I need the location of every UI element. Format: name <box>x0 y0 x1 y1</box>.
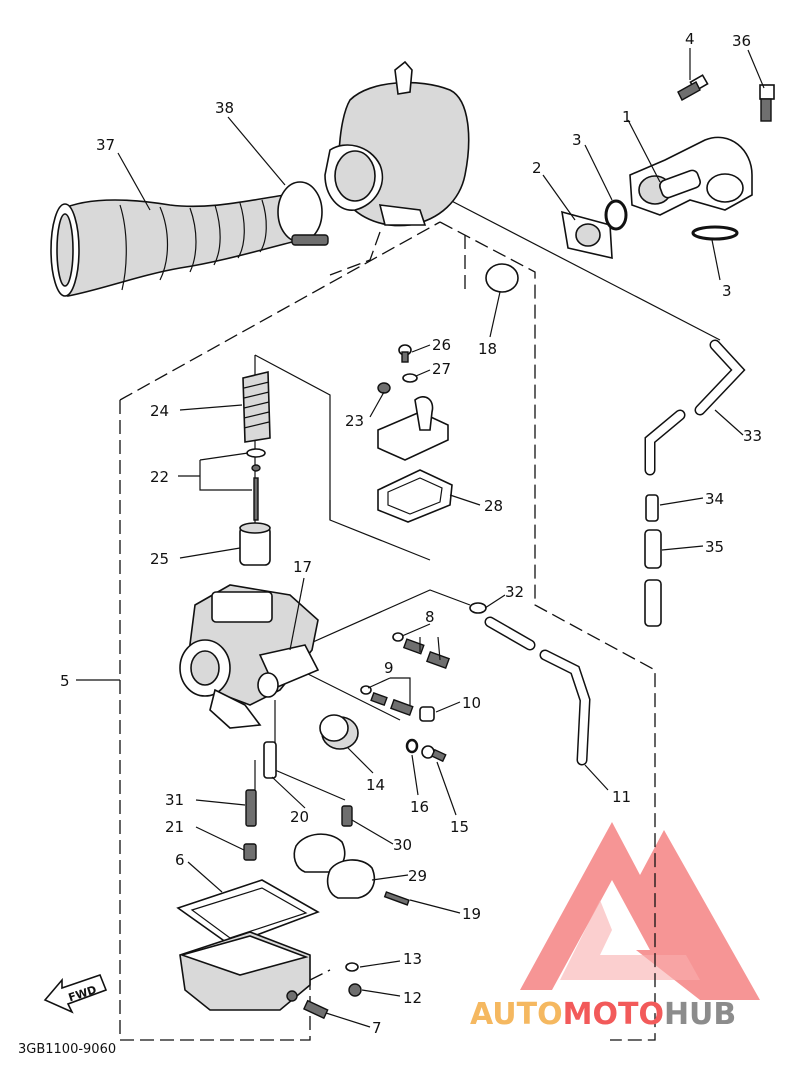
watermark-auto: AUTO <box>470 997 563 1032</box>
watermark-text: AUTOMOTOHUB <box>470 997 736 1032</box>
label-part-3-lower: 3 <box>722 282 732 300</box>
label-part-12: 12 <box>403 989 422 1007</box>
screw-7 <box>302 999 329 1020</box>
plug-10 <box>419 706 435 722</box>
o-ring-16 <box>405 738 419 754</box>
o-ring-3-lower <box>691 225 739 241</box>
label-part-13: 13 <box>403 950 422 968</box>
clip-32 <box>469 602 487 614</box>
float-pin-19 <box>383 891 410 906</box>
label-part-33: 33 <box>743 427 762 445</box>
drain-screw-13 <box>345 962 359 972</box>
label-part-16: 16 <box>410 798 429 816</box>
label-part-5: 5 <box>60 672 70 690</box>
label-part-2: 2 <box>532 159 542 177</box>
label-part-11: 11 <box>612 788 631 806</box>
label-part-26: 26 <box>432 336 451 354</box>
label-part-28: 28 <box>484 497 503 515</box>
hose-33 <box>644 339 746 476</box>
screw-set-9 <box>360 685 414 717</box>
label-part-37: 37 <box>96 136 115 154</box>
label-part-9: 9 <box>384 659 394 677</box>
float-chamber <box>179 931 311 1011</box>
leader-lines <box>76 48 765 1028</box>
fitting-34 <box>645 494 659 522</box>
label-part-21: 21 <box>165 818 184 836</box>
gasket-6 <box>176 879 320 946</box>
o-ring-18 <box>485 263 519 293</box>
needle-jet-20 <box>263 741 277 779</box>
screw-15 <box>421 745 447 763</box>
label-part-14: 14 <box>366 776 385 794</box>
manifold-1 <box>629 136 753 216</box>
label-part-6: 6 <box>175 851 185 869</box>
spring-24 <box>242 370 271 443</box>
watermark-hub: HUB <box>664 997 736 1032</box>
label-part-20: 20 <box>290 808 309 826</box>
air-filter-joint-37 <box>50 194 302 297</box>
jet-21 <box>243 843 257 861</box>
cap-23 <box>377 382 449 461</box>
label-part-10: 10 <box>462 694 481 712</box>
carburetor-joint-housing <box>324 60 470 227</box>
bolt-4 <box>677 74 709 101</box>
label-part-25: 25 <box>150 550 169 568</box>
clamp-38 <box>277 181 329 246</box>
main-jet-31 <box>245 789 257 827</box>
label-part-36: 36 <box>732 32 751 50</box>
throttle-valve-25 <box>239 522 271 566</box>
watermark-triangle-inner-icon <box>560 900 700 980</box>
carburetor-body-5 <box>179 584 320 729</box>
label-part-1: 1 <box>622 108 632 126</box>
label-part-3-upper: 3 <box>572 131 582 149</box>
gasket-28 <box>377 469 453 523</box>
float-29 <box>293 833 376 899</box>
label-part-4: 4 <box>685 30 695 48</box>
label-part-34: 34 <box>705 490 724 508</box>
label-part-7: 7 <box>372 1019 382 1037</box>
needle-22 <box>246 448 266 521</box>
drawing-code: 3GB1100-9060 <box>18 1042 116 1057</box>
part-labels: 4 36 1 3 2 3 37 38 18 26 27 23 24 22 25 … <box>60 30 762 1037</box>
label-part-32: 32 <box>505 583 524 601</box>
watermark-triangle-icon <box>520 822 760 1000</box>
washer-27 <box>402 373 418 383</box>
hose-35 <box>644 529 662 627</box>
drain-plug-12 <box>348 983 362 997</box>
label-part-23: 23 <box>345 412 364 430</box>
pilot-jet-30 <box>341 805 353 827</box>
label-part-22: 22 <box>150 468 169 486</box>
label-part-38: 38 <box>215 99 234 117</box>
label-part-24: 24 <box>150 402 169 420</box>
label-part-27: 27 <box>432 360 451 378</box>
label-part-19: 19 <box>462 905 481 923</box>
label-part-8: 8 <box>425 608 435 626</box>
screw-26 <box>398 344 412 363</box>
bolt-36 <box>759 84 775 122</box>
o-ring-3-upper <box>604 199 628 231</box>
label-part-17: 17 <box>293 558 312 576</box>
pilot-screw-set-8 <box>392 632 451 670</box>
watermark-logo <box>520 822 760 1000</box>
label-part-35: 35 <box>705 538 724 556</box>
label-part-30: 30 <box>393 836 412 854</box>
svg-text:AUTOMOTOHUB: AUTOMOTOHUB <box>470 997 736 1032</box>
label-part-29: 29 <box>408 867 427 885</box>
label-part-15: 15 <box>450 818 469 836</box>
cap-14 <box>319 714 359 750</box>
label-part-18: 18 <box>478 340 497 358</box>
fwd-arrow-icon: FWD <box>43 973 108 1014</box>
label-part-31: 31 <box>165 791 184 809</box>
watermark-moto: MOTO <box>563 997 664 1032</box>
gasket-2 <box>561 210 613 260</box>
hose-11 <box>484 616 591 766</box>
